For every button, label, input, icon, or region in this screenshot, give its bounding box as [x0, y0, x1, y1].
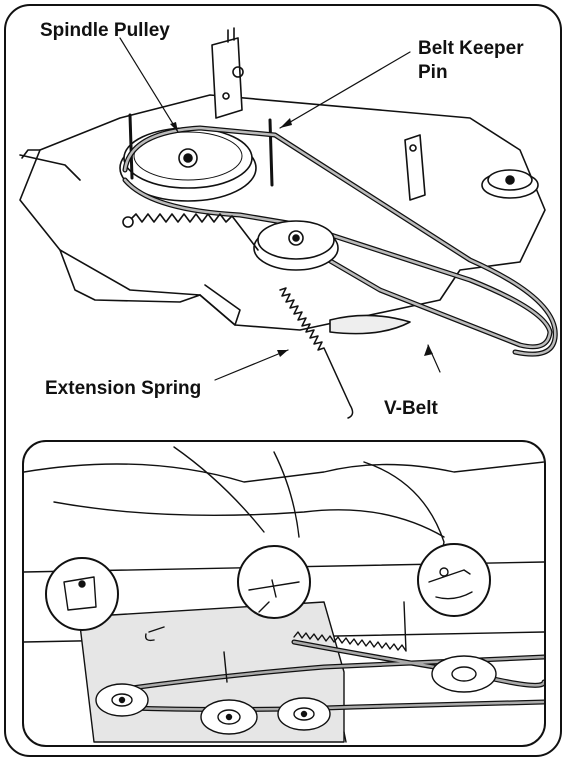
- belt-keeper-pin: [268, 118, 274, 187]
- mount-bracket: [211, 37, 243, 119]
- leader-belt-keeper-pin: [279, 51, 411, 129]
- deck-illustration: [19, 27, 558, 419]
- callout-extension-spring: Extension Spring: [45, 378, 202, 399]
- detail-circle-left: [45, 557, 119, 631]
- leader-extension-spring: [214, 349, 289, 381]
- inset-pulley-right: [277, 697, 331, 731]
- inset-pulley-far-right: [431, 655, 497, 693]
- callout-v-belt: V-Belt: [384, 398, 438, 419]
- tension-spring: [129, 213, 259, 251]
- inset-pulley-center: [200, 699, 258, 735]
- callout-belt-keeper-pin-line1: Belt Keeper: [418, 38, 524, 59]
- extension-spring-coil: [279, 287, 354, 419]
- leader-spindle-pulley: [119, 37, 179, 133]
- inset-panel: [22, 440, 546, 747]
- detail-circle-right: [417, 543, 491, 617]
- detail-circle-center: [237, 545, 311, 619]
- callout-spindle-pulley: Spindle Pulley: [40, 20, 170, 41]
- inset-spring: [293, 601, 407, 652]
- callout-belt-keeper-pin-line2: Pin: [418, 62, 448, 83]
- inset-illustration: [24, 446, 544, 743]
- inset-pulley-left: [95, 683, 149, 717]
